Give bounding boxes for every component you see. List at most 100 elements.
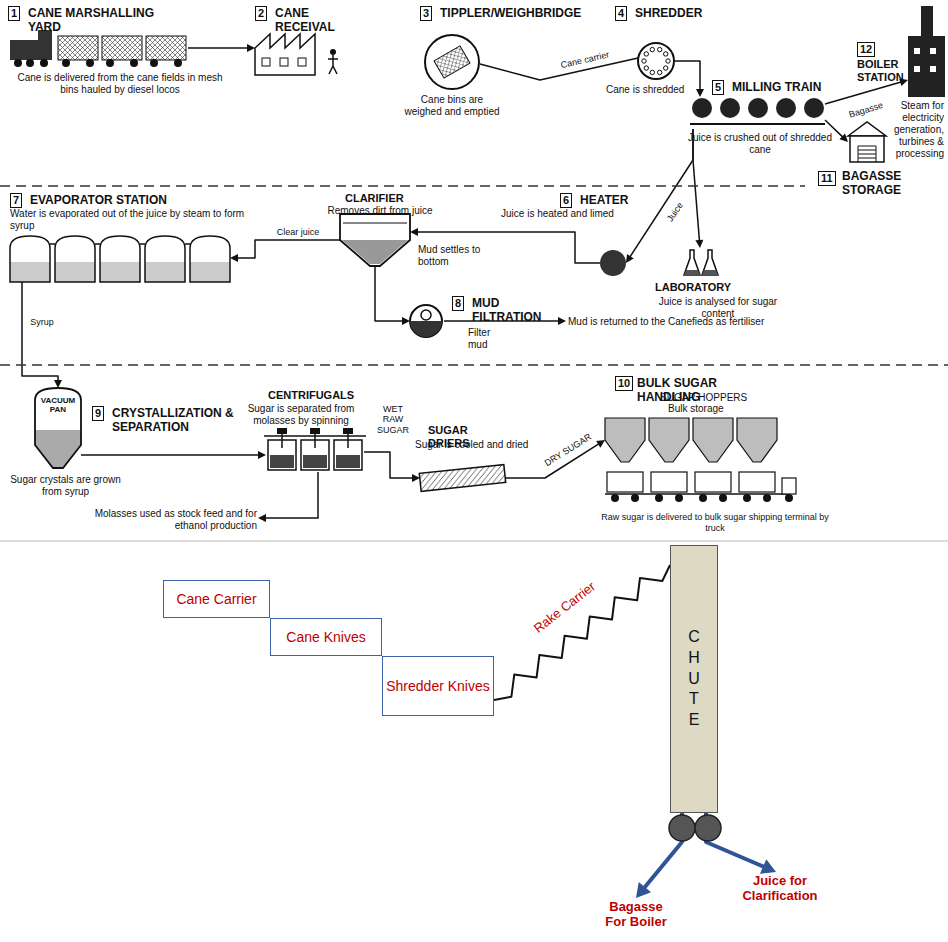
process-station: 4SHREDDERCane is shredded [638,43,675,80]
centrifugal-baskets [281,432,283,448]
process-box: Cane Carrier [163,580,270,618]
flow-connector [230,254,238,262]
flow-connector [626,254,634,263]
station-heading: HEATER [580,193,628,207]
process-station: VACUUM PAN9CRYSTALLIZATION & SEPARATIONS… [35,388,81,468]
description-text: SUGAR HOPPERS [660,392,747,404]
mill-rollers [669,815,721,841]
centrifugal-baskets [336,455,360,468]
chute-box: CHUTE [670,545,718,813]
sugar-hoppers [605,493,790,495]
locomotive-train [130,59,138,67]
centrifugal-baskets [310,428,320,434]
locomotive-train [174,59,182,67]
description-text: Cane is delivered from the cane fields i… [10,72,230,96]
output-label: Bagasse For Boiler [598,898,674,932]
evaporator-vessels [55,262,95,282]
separator-line [0,186,948,541]
laboratory-flask [684,250,718,275]
process-station: CENTRIFUGALSSugar is separated from mola… [266,430,364,472]
shredder-drum [664,66,668,70]
centrifugal-baskets [303,455,327,468]
heater-vessel [600,250,626,276]
mill-rollers [695,815,721,841]
process-box: Shredder Knives [382,656,494,716]
milling-rollers [748,98,768,118]
molasses-leader [258,472,318,522]
evaporator-vessels [10,236,230,282]
station-heading: CLARIFIER [345,192,404,205]
sugar-hoppers [785,494,793,502]
connector-label: DRY SUGAR [541,430,595,469]
locomotive-train [150,59,158,67]
evaporator-vessels [190,262,230,282]
milling-rollers [804,98,824,118]
flow-connector [402,317,410,325]
bagasse-store [848,122,886,162]
callout-number: 4 [615,6,627,21]
bagasse-store [858,146,876,162]
mud-filter [410,305,442,337]
mud-filter [558,317,566,325]
description-text: Steam for electricity generation, turbin… [886,100,944,160]
sugar-hoppers [675,494,683,502]
sugar-hoppers [743,494,751,502]
locomotive-train [86,59,94,67]
shredder-drum [664,52,668,56]
description-text: Filter mud [468,327,490,351]
node-label: CHUTE [686,627,702,731]
flow-connector [364,452,414,478]
node-label: Cane Knives [286,629,365,646]
note-text: Molasses used as stock feed and for etha… [85,508,257,532]
flow-connector [236,240,340,258]
station-heading: EVAPORATOR STATION [30,193,167,207]
station-heading: BAGASSE STORAGE [842,169,942,198]
tippler-drum [434,46,470,78]
clarifier-tank [340,214,410,266]
description-text: Removes dirt from juice [315,205,445,217]
flow-connector [494,565,670,700]
laboratory-flask [684,270,718,275]
evaporator-vessels [145,236,185,282]
description-text: Cane bins are weighed and emptied [402,94,502,118]
node-label: Cane Carrier [176,591,256,608]
callout-number: 5 [712,80,724,95]
flow-connector [188,47,249,49]
centrifugal-baskets [277,428,287,434]
locomotive-train [26,59,34,67]
connector-label: Clear juice [275,227,322,237]
sugar-hoppers [655,494,663,502]
boiler-building [921,6,933,37]
station-heading: MUD FILTRATION [472,296,542,325]
evaporator-vessels [100,236,140,282]
flow-connector [696,89,704,97]
callout-number: 6 [560,193,572,208]
flow-connector [375,266,404,321]
connector-label: Juice [664,199,687,226]
station-heading: BOILER STATION [857,58,906,84]
centrifugal-baskets [343,428,353,434]
shredder-drum [638,43,674,79]
flow-connector [81,451,266,459]
process-station: SUGAR DRIERSSugar is cooled and dried [420,468,505,488]
note-text: Mud is returned to the Canefieds as fert… [568,316,803,328]
tippler-drum [425,35,479,89]
callout-number: 8 [452,296,464,311]
locomotive-train [10,40,52,60]
shredder-drum [644,52,648,56]
flow-connector [630,129,694,258]
molasses-leader [258,514,266,522]
heater-vessel [600,250,626,276]
flow-connector [760,859,776,874]
flow-connector [695,240,703,248]
sugar-hoppers [699,494,707,502]
connector-label: Syrup [28,317,56,327]
evaporator-vessels [140,243,145,245]
process-station: 10BULK SUGAR HANDLINGSUGAR HOPPERSBulk s… [605,418,780,464]
sugar-hoppers [611,494,619,502]
description-text: Water is evaporated out of the juice by … [10,208,260,232]
node-label: Bagasse For Boiler [600,900,672,930]
milling-rollers [776,98,796,118]
flow-connector [494,565,670,700]
